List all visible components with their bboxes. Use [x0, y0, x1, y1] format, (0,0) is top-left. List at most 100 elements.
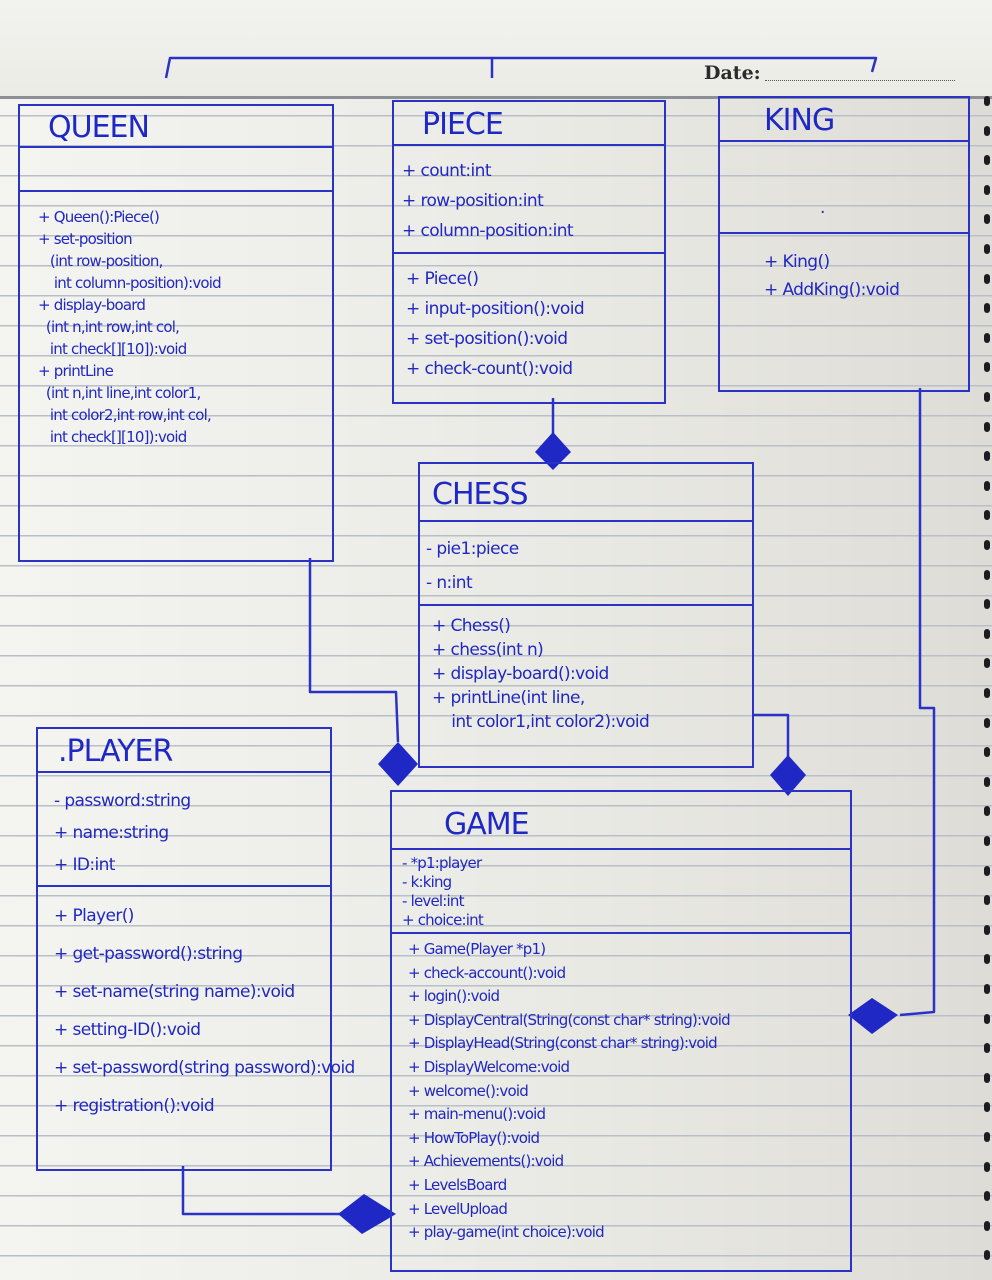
game-method: + DisplayCentral(String(const char* stri… [408, 1010, 731, 1029]
binding-hole [984, 303, 990, 314]
game-method: + welcome():void [408, 1081, 529, 1100]
player-method: + setting-ID():void [54, 1020, 201, 1040]
king-attributes: . [720, 140, 968, 232]
piece-method: + Piece() [406, 269, 479, 289]
game-method: + DisplayWelcome:void [408, 1057, 570, 1076]
game-class: GAME - *p1:player- k:king- level:int+ ch… [390, 790, 852, 1272]
binding-hole [984, 628, 990, 639]
binding-hole [984, 1250, 990, 1261]
game-method: + Achievements():void [408, 1152, 564, 1171]
piece-class-name: PIECE [422, 107, 504, 142]
binding-hole [984, 332, 990, 343]
game-method: + play-game(int choice):void [408, 1223, 605, 1242]
piece-methods: + Piece() + input-position():void + set-po… [394, 252, 664, 384]
player-method: + registration():void [54, 1096, 215, 1116]
binding-hole [984, 1072, 990, 1083]
player-attributes: - password:string+ name:string+ ID:int [38, 771, 330, 885]
binding-hole [984, 599, 990, 610]
chess-attribute: - n:int [426, 573, 473, 593]
game-method: + DisplayHead(String(const char* string)… [408, 1034, 718, 1053]
queen-method: int column-position):void [38, 274, 222, 292]
binding-hole [984, 984, 990, 994]
binding-hole [984, 895, 990, 906]
chess-method: + Chess() [432, 616, 511, 636]
player-method: + get-password():string [54, 944, 243, 964]
queen-method: (int n,int line,int color1, [38, 384, 201, 402]
game-class-name: GAME [444, 807, 530, 842]
player-method: + Player() [54, 906, 134, 926]
binding-hole [984, 1013, 990, 1024]
binding-hole [984, 392, 990, 402]
queen-method: + printLine [38, 362, 114, 380]
queen-method: int color2,int row,int col, [38, 406, 212, 424]
binding-hole [984, 125, 990, 136]
binding-hole [984, 480, 990, 491]
piece-method: + set-position():void [406, 329, 568, 349]
queen-game-composition-diamond [378, 742, 418, 786]
chess-methods: + Chess() + chess(int n) + display-board()… [420, 604, 752, 734]
binding-hole [984, 214, 990, 225]
chess-to-game-line [754, 713, 790, 762]
game-attribute: + choice:int [402, 911, 484, 929]
game-method: + HowToPlay():void [408, 1128, 540, 1147]
binding-hole [984, 806, 990, 817]
game-method: + login():void [408, 987, 500, 1006]
game-method: + Game(Player *p1) [408, 940, 546, 958]
binding-hole [984, 155, 990, 166]
binding-hole [984, 747, 990, 758]
chess-method: int color1,int color2):void [432, 712, 650, 732]
player-attribute: + name:string [54, 823, 169, 843]
page-header-band [0, 0, 992, 98]
binding-hole [984, 1132, 990, 1142]
piece-attribute: + column-position:int [402, 221, 574, 241]
binding-hole [984, 244, 990, 254]
binding-hole [984, 273, 990, 284]
binding-hole [984, 1220, 990, 1231]
chess-class: CHESS - pie1:piece- n:int + Chess()+ che… [418, 462, 754, 768]
piece-attribute: + row-position:int [402, 191, 544, 211]
king-to-game-line [899, 388, 936, 1017]
queen-attributes [20, 146, 332, 190]
binding-hole [984, 1161, 990, 1172]
queen-method: (int n,int row,int col, [38, 318, 180, 336]
king-class: KING . + King()+ AddKing():void [718, 96, 970, 392]
player-class-name: .PLAYER [58, 734, 173, 769]
player-method: + set-password(string password):void [54, 1058, 355, 1078]
piece-chess-composition-diamond [535, 432, 571, 470]
king-methods: + King()+ AddKing():void [720, 232, 968, 304]
queen-to-game-line [308, 558, 400, 743]
game-method: + main-menu():void [408, 1105, 546, 1124]
piece-attribute: + count:int [402, 161, 492, 181]
chess-method: + display-board():void [432, 664, 609, 684]
binding-hole [984, 184, 990, 195]
piece-method: + input-position():void [406, 299, 585, 319]
game-method: + check-account():void [408, 963, 566, 982]
queen-methods: + Queen():Piece()+ set-position (int row… [20, 190, 332, 448]
date-label: Date: [704, 62, 761, 84]
chess-method: + chess(int n) [432, 640, 544, 660]
binding-hole [984, 954, 990, 965]
header-rule [0, 96, 992, 99]
top-bracket [164, 56, 878, 79]
player-attribute: + ID:int [54, 855, 115, 875]
game-attribute: - k:king [402, 873, 452, 891]
queen-method: + set-position [38, 230, 133, 248]
binding-hole [984, 451, 990, 462]
binding-hole [984, 1043, 990, 1054]
binding-hole [984, 924, 990, 935]
queen-class: QUEEN + Queen():Piece()+ set-position (i… [18, 104, 334, 562]
queen-method: int check[][10]):void [38, 340, 187, 358]
player-game-composition-diamond [338, 1194, 396, 1234]
binding-hole [984, 776, 990, 787]
piece-method: + check-count():void [406, 359, 573, 379]
game-method: + LevelsBoard [408, 1175, 507, 1194]
binding-hole [984, 865, 990, 876]
player-method: + set-name(string name):void [54, 982, 295, 1002]
chess-attribute: - pie1:piece [426, 539, 519, 559]
piece-class: PIECE + count:int + row-position:int + col… [392, 100, 666, 404]
piece-attributes: + count:int + row-position:int + column-po… [394, 144, 664, 252]
binding-hole [984, 1102, 990, 1113]
king-game-composition-diamond [848, 998, 898, 1034]
